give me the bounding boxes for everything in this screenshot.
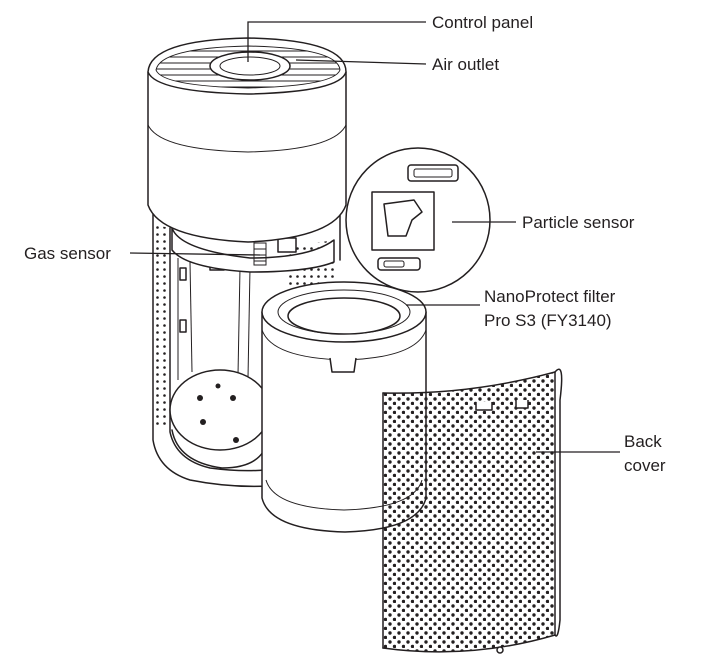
gas-sensor bbox=[253, 237, 297, 266]
label-particle-sensor: Particle sensor bbox=[522, 213, 635, 232]
label-gas-sensor: Gas sensor bbox=[24, 244, 111, 263]
control-panel bbox=[209, 51, 291, 81]
particle-sensor-detail bbox=[345, 147, 491, 293]
label-back-cover-line2: cover bbox=[624, 456, 666, 475]
label-back-cover-line1: Back bbox=[624, 432, 662, 451]
leader-lines bbox=[129, 21, 620, 453]
label-filter-line2: Pro S3 (FY3140) bbox=[484, 311, 612, 330]
purifier-unit bbox=[147, 37, 491, 488]
label-filter-line1: NanoProtect filter bbox=[484, 287, 616, 306]
label-air-outlet: Air outlet bbox=[432, 55, 499, 74]
label-control-panel: Control panel bbox=[432, 13, 533, 32]
back-cover bbox=[382, 368, 563, 654]
